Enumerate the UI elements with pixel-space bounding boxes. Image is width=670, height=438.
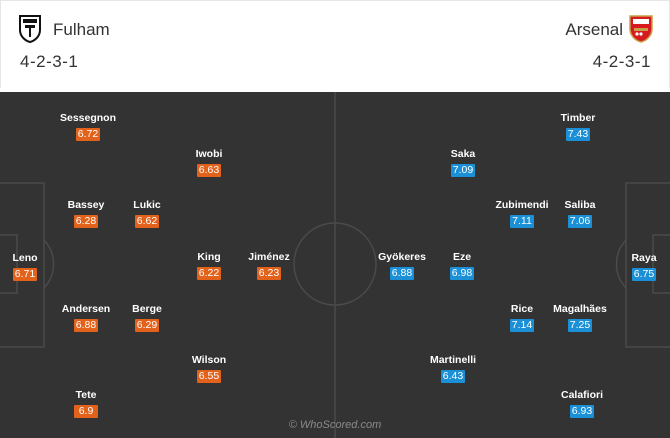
player-rating: 6.72 — [75, 128, 101, 141]
home-player[interactable]: King 6.22 — [187, 251, 231, 281]
home-player[interactable]: Lukic 6.62 — [124, 199, 170, 229]
player-rating: 6.88 — [73, 319, 99, 332]
fulham-crest-icon — [19, 15, 41, 48]
player-name: Magalhães — [553, 303, 607, 315]
away-player[interactable]: Gyökeres 6.88 — [364, 251, 440, 281]
home-player[interactable]: Iwobi 6.63 — [187, 148, 231, 178]
match-header: Fulham 4-2-3-1 Arsenal 4-2-3-1 — [0, 0, 670, 88]
player-rating: 6.9 — [74, 405, 98, 418]
player-rating: 7.14 — [509, 319, 535, 332]
home-player[interactable]: Berge 6.29 — [124, 303, 170, 333]
player-rating: 6.62 — [134, 215, 160, 228]
player-rating: 6.23 — [256, 267, 282, 280]
pitch: Leno 6.71 Sessegnon 6.72 Bassey 6.28 And… — [0, 92, 670, 438]
player-name: Raya — [631, 252, 657, 264]
player-name: Iwobi — [195, 148, 223, 160]
player-rating: 6.63 — [196, 164, 222, 177]
player-name: Calafiori — [560, 389, 603, 401]
watermark: © WhoScored.com — [288, 419, 382, 431]
away-player[interactable]: Raya 6.75 — [624, 252, 664, 282]
player-name: Tete — [75, 389, 97, 401]
player-name: Wilson — [191, 354, 227, 366]
home-player[interactable]: Andersen 6.88 — [61, 303, 111, 333]
away-player[interactable]: Martinelli 6.43 — [420, 354, 486, 384]
player-name: Timber — [560, 112, 596, 124]
player-rating: 7.25 — [567, 319, 593, 332]
player-rating: 7.43 — [565, 128, 591, 141]
player-rating: 7.06 — [567, 215, 593, 228]
player-rating: 6.55 — [196, 370, 222, 383]
player-name: Bassey — [67, 199, 105, 211]
player-rating: 6.28 — [73, 215, 99, 228]
player-rating: 6.22 — [196, 267, 222, 280]
player-rating: 7.11 — [510, 215, 534, 228]
home-formation: 4-2-3-1 — [20, 52, 79, 71]
away-player[interactable]: Eze 6.98 — [440, 251, 484, 281]
home-team-name: Fulham — [53, 20, 110, 39]
home-player[interactable]: Bassey 6.28 — [61, 199, 111, 229]
player-name: Rice — [510, 303, 534, 315]
home-player[interactable]: Tete 6.9 — [61, 389, 111, 419]
away-player[interactable]: Magalhães 7.25 — [540, 303, 620, 333]
player-name: Zubimendi — [495, 199, 549, 211]
player-rating: 6.43 — [440, 370, 466, 383]
player-name: Lukic — [133, 199, 161, 211]
away-player[interactable]: Saliba 7.06 — [558, 199, 602, 229]
player-name: Sessegnon — [59, 112, 117, 124]
player-rating: 6.98 — [449, 267, 475, 280]
pitch-markings — [0, 92, 670, 438]
away-formation: 4-2-3-1 — [592, 52, 651, 71]
away-player[interactable]: Timber 7.43 — [555, 112, 601, 142]
away-player[interactable]: Calafiori 6.93 — [550, 389, 614, 419]
home-player[interactable]: Sessegnon 6.72 — [58, 112, 118, 142]
away-team-name: Arsenal — [565, 20, 623, 39]
away-player[interactable]: Rice 7.14 — [502, 303, 542, 333]
player-name: King — [197, 251, 221, 263]
player-name: Gyökeres — [378, 251, 426, 263]
home-player[interactable]: Wilson 6.55 — [187, 354, 231, 384]
player-name: Saka — [450, 148, 476, 160]
player-rating: 6.71 — [12, 268, 38, 281]
player-name: Leno — [12, 252, 38, 264]
player-name: Jiménez — [248, 251, 290, 263]
player-name: Eze — [452, 251, 472, 263]
player-rating: 6.75 — [631, 268, 657, 281]
player-rating: 6.88 — [389, 267, 415, 280]
player-name: Saliba — [564, 199, 596, 211]
away-player[interactable]: Saka 7.09 — [441, 148, 485, 178]
player-rating: 7.09 — [450, 164, 476, 177]
player-name: Berge — [132, 303, 162, 315]
player-name: Martinelli — [429, 354, 477, 366]
home-player[interactable]: Jiménez 6.23 — [246, 251, 292, 281]
home-player[interactable]: Leno 6.71 — [3, 252, 47, 282]
player-rating: 6.29 — [134, 319, 160, 332]
arsenal-crest-icon — [629, 15, 653, 48]
player-rating: 6.93 — [569, 405, 595, 418]
away-player[interactable]: Zubimendi 7.11 — [490, 199, 554, 229]
player-name: Andersen — [61, 303, 111, 315]
